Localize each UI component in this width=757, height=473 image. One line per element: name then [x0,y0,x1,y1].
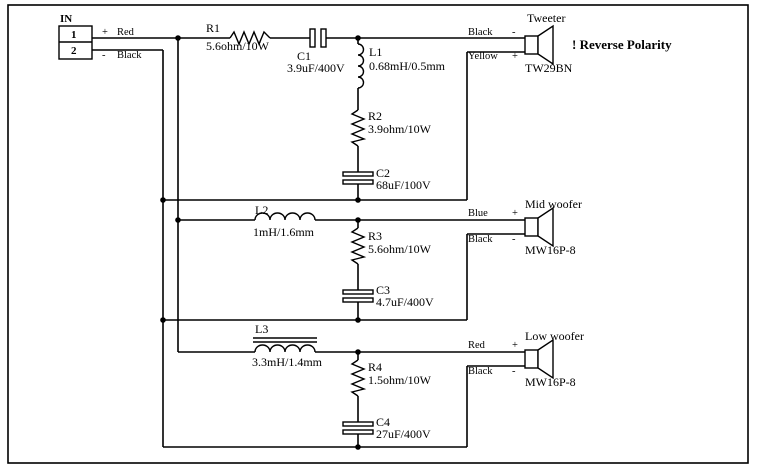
input-minus-sign: - [102,50,106,61]
low-title: Low woofer [525,329,584,343]
input-black-label: Black [117,50,142,61]
r3-value: 5.6ohm/10W [368,242,432,256]
tweeter-sign-top: - [512,27,516,38]
l3-name: L3 [255,322,268,336]
mid-title: Mid woofer [525,197,582,211]
resistor-r1-icon [229,30,271,46]
c4-name: C4 [376,415,390,429]
resistor-r2-icon [350,109,367,147]
tweeter-speaker-icon [524,24,554,66]
capacitor-c1-icon [309,28,327,48]
mid-wire-top: Blue [468,208,488,219]
l3-value: 3.3mH/1.4mm [252,355,323,369]
r3-name: R3 [368,229,382,243]
r1-value: 5.6ohm/10W [206,39,270,53]
capacitor-c4-icon [342,421,374,435]
mid-model: MW16P-8 [525,243,576,257]
input-pin-2: 2 [71,45,77,57]
r4-name: R4 [368,360,382,374]
junction-dots [160,35,361,450]
low-sign-top: + [512,340,518,351]
l2-name: L2 [255,203,268,217]
c1-value: 3.9uF/400V [287,61,345,75]
inductor-l1-icon [357,43,365,89]
r1-name: R1 [206,21,220,35]
schematic-border [7,4,749,464]
capacitor-c3-icon [342,289,374,303]
resistor-r4-icon [350,359,367,397]
input-connector [58,25,93,60]
low-wire-top: Red [468,340,486,351]
resistor-r3-icon [350,227,367,265]
tweeter-model: TW29BN [525,61,573,75]
mid-wire-bottom: Black [468,234,493,245]
capacitor-c2-icon [342,171,374,185]
c3-value: 4.7uF/400V [376,295,434,309]
c3-name: C3 [376,283,390,297]
inductor-l2-icon [254,212,316,221]
input-pin-1: 1 [71,29,77,41]
c2-value: 68uF/100V [376,178,431,192]
input-red-label: Red [117,27,135,38]
low-sign-bottom: - [512,366,516,377]
tweeter-polarity-note: ! Reverse Polarity [572,37,672,52]
tweeter-wire-top: Black [468,27,493,38]
mid-sign-bottom: - [512,234,516,245]
tweeter-title: Tweeter [527,11,565,25]
mid-woofer-speaker-icon [524,206,554,248]
tweeter-sign-bottom: + [512,51,518,62]
low-woofer-speaker-icon [524,338,554,380]
l1-value: 0.68mH/0.5mm [369,59,446,73]
c4-value: 27uF/400V [376,427,431,441]
mid-sign-top: + [512,208,518,219]
c2-name: C2 [376,166,390,180]
wiring [92,37,525,448]
low-wire-bottom: Black [468,366,493,377]
r4-value: 1.5ohm/10W [368,373,432,387]
input-plus-sign: + [102,27,108,38]
l1-name: L1 [369,45,382,59]
r2-name: R2 [368,109,382,123]
inductor-l3-icon [253,337,317,353]
input-title: IN [60,13,72,25]
c1-name: C1 [297,49,311,63]
r2-value: 3.9ohm/10W [368,122,432,136]
l2-value: 1mH/1.6mm [253,225,315,239]
tweeter-wire-bottom: Yellow [468,51,498,62]
low-model: MW16P-8 [525,375,576,389]
